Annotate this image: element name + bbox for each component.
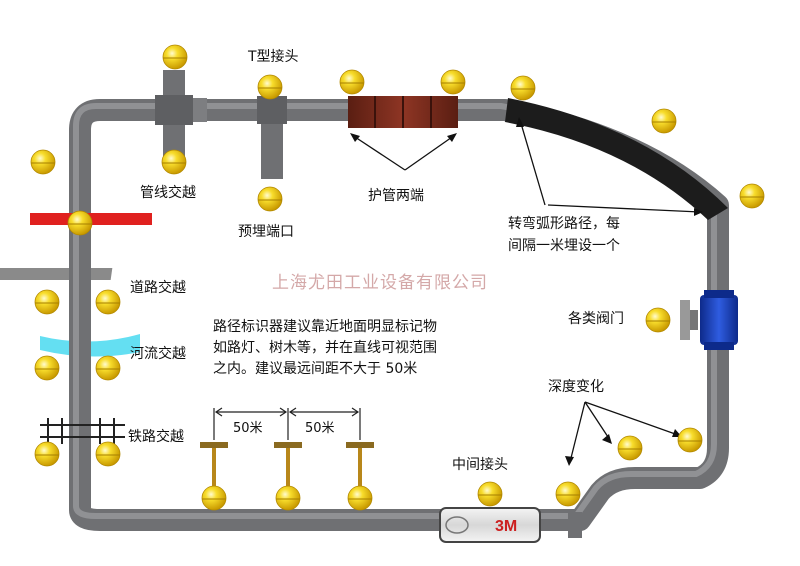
valve: [680, 290, 738, 350]
label-valves: 各类阀门: [568, 311, 624, 327]
label-t-joint: T型接头: [247, 48, 299, 65]
brand-mark: 3M: [495, 518, 517, 535]
marker-ball: [275, 485, 301, 511]
marker-ball: [162, 44, 188, 70]
label-depth-change: 深度变化: [548, 379, 604, 395]
spacing-stakes: [212, 448, 362, 490]
label-railway-crossing: 铁路交越: [128, 428, 184, 445]
spacing-dimensions: [213, 407, 361, 440]
railway-track: [40, 418, 125, 444]
marker-ball: [95, 289, 121, 315]
marker-ball: [477, 481, 503, 507]
label-river-crossing: 河流交越: [130, 345, 186, 362]
marker-ball: [617, 435, 643, 461]
callout-arrows: [351, 119, 701, 463]
stake-caps: [200, 442, 374, 448]
note-line-3: 之内。建议最远间距不大于 50米: [213, 361, 417, 377]
label-protective-tube-ends: 护管两端: [368, 188, 424, 204]
label-curve-line1: 转弯弧形路径，每: [508, 215, 620, 232]
marker-ball: [30, 149, 56, 175]
marker-ball: [67, 210, 93, 236]
marker-balls: [30, 44, 765, 511]
label-spacing-1: 50米: [233, 421, 263, 436]
pipe-crossing-right: [193, 98, 207, 122]
callout-arrowheads: [350, 117, 703, 466]
note-line-2: 如路灯、树木等，并在直线可视范围: [213, 339, 437, 356]
company-watermark: 上海尤田工业设备有限公司: [272, 273, 488, 293]
marker-ball: [677, 427, 703, 453]
marker-ball: [510, 75, 536, 101]
marker-ball: [440, 69, 466, 95]
pipe-crossing-hub: [155, 95, 193, 125]
marker-ball: [347, 485, 373, 511]
marker-ball: [651, 108, 677, 134]
protective-tube: [348, 96, 458, 128]
label-reserved-port: 预埋端口: [238, 224, 294, 240]
label-road-crossing: 道路交越: [130, 279, 186, 296]
label-curve-line2: 间隔一米埋设一个: [508, 238, 620, 254]
label-middle-joint: 中间接头: [452, 456, 508, 473]
marker-ball: [95, 441, 121, 467]
t-joint-hub: [257, 96, 287, 124]
marker-ball: [555, 481, 581, 507]
road-surface: [0, 268, 113, 280]
label-spacing-2: 50米: [305, 421, 335, 436]
marker-ball: [645, 307, 671, 333]
marker-ball: [34, 355, 60, 381]
marker-ball: [95, 355, 121, 381]
note-line-1: 路径标识器建议靠近地面明显标记物: [213, 319, 437, 335]
marker-ball: [739, 183, 765, 209]
marker-ball: [339, 69, 365, 95]
marker-ball: [257, 74, 283, 100]
marker-ball: [34, 289, 60, 315]
marker-ball: [34, 441, 60, 467]
reserved-port-pipe: [261, 124, 283, 179]
pipeline: [69, 99, 729, 531]
marker-ball: [257, 186, 283, 212]
middle-joint: 3M: [439, 507, 582, 543]
marker-ball: [201, 485, 227, 511]
label-pipe-crossing: 管线交越: [140, 184, 196, 201]
marker-ball: [161, 149, 187, 175]
curved-path-segment: [505, 98, 728, 220]
